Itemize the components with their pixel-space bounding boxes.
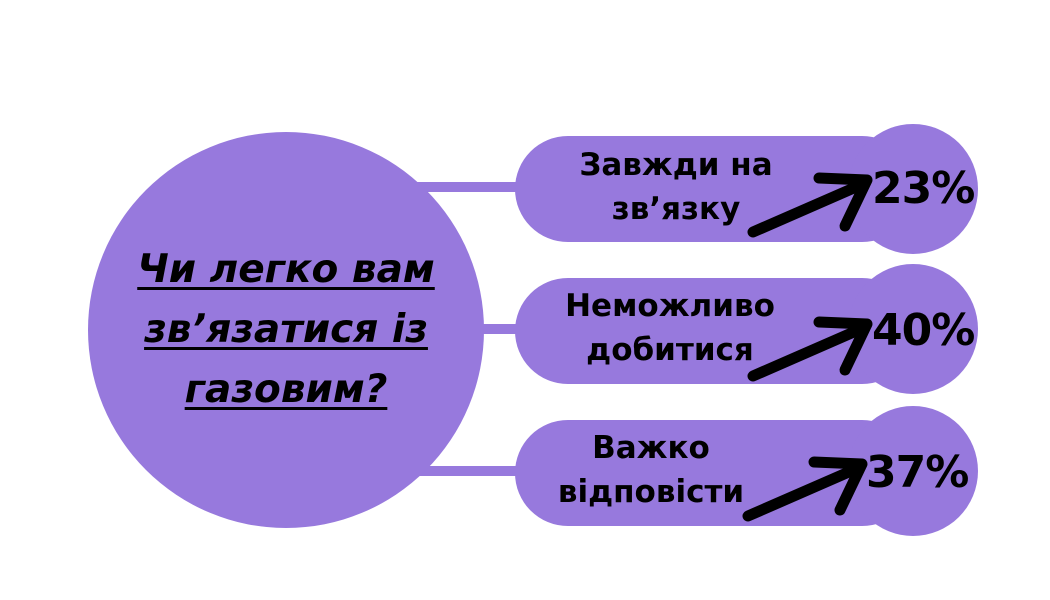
answer-label-2: Неможливо добитися bbox=[535, 284, 805, 372]
arrow-up-right-icon bbox=[747, 172, 873, 238]
answer-label-3-line-2: відповісти bbox=[557, 474, 745, 510]
answer-label-1: Завжди на зв’язку bbox=[541, 143, 811, 231]
connector-line-1 bbox=[400, 182, 540, 192]
answer-label-3-line-1: Важко bbox=[592, 430, 710, 466]
connector-line-2 bbox=[470, 324, 540, 334]
percent-value-3: 37% bbox=[866, 447, 969, 498]
question-line-1: Чи легко вам bbox=[137, 247, 435, 292]
answer-label-2-line-1: Неможливо bbox=[565, 288, 775, 324]
percent-value-1: 23% bbox=[872, 163, 975, 214]
arrow-up-right-icon bbox=[747, 316, 873, 382]
answer-label-1-line-2: зв’язку bbox=[611, 191, 741, 227]
percent-circle-3 bbox=[848, 406, 978, 536]
question-text: Чи легко вам зв’язатися із газовим? bbox=[88, 240, 484, 420]
answer-label-1-line-1: Завжди на bbox=[579, 147, 773, 183]
answer-label-2-line-2: добитися bbox=[586, 332, 754, 368]
connector-line-3 bbox=[400, 466, 540, 476]
percent-value-2: 40% bbox=[872, 305, 975, 356]
answer-label-3: Важко відповісти bbox=[516, 426, 786, 514]
question-line-2: зв’язатися із bbox=[144, 307, 428, 352]
percent-circle-1 bbox=[848, 124, 978, 254]
question-circle bbox=[88, 132, 484, 528]
question-line-3: газовим? bbox=[184, 367, 388, 412]
arrow-up-right-icon bbox=[742, 456, 868, 522]
